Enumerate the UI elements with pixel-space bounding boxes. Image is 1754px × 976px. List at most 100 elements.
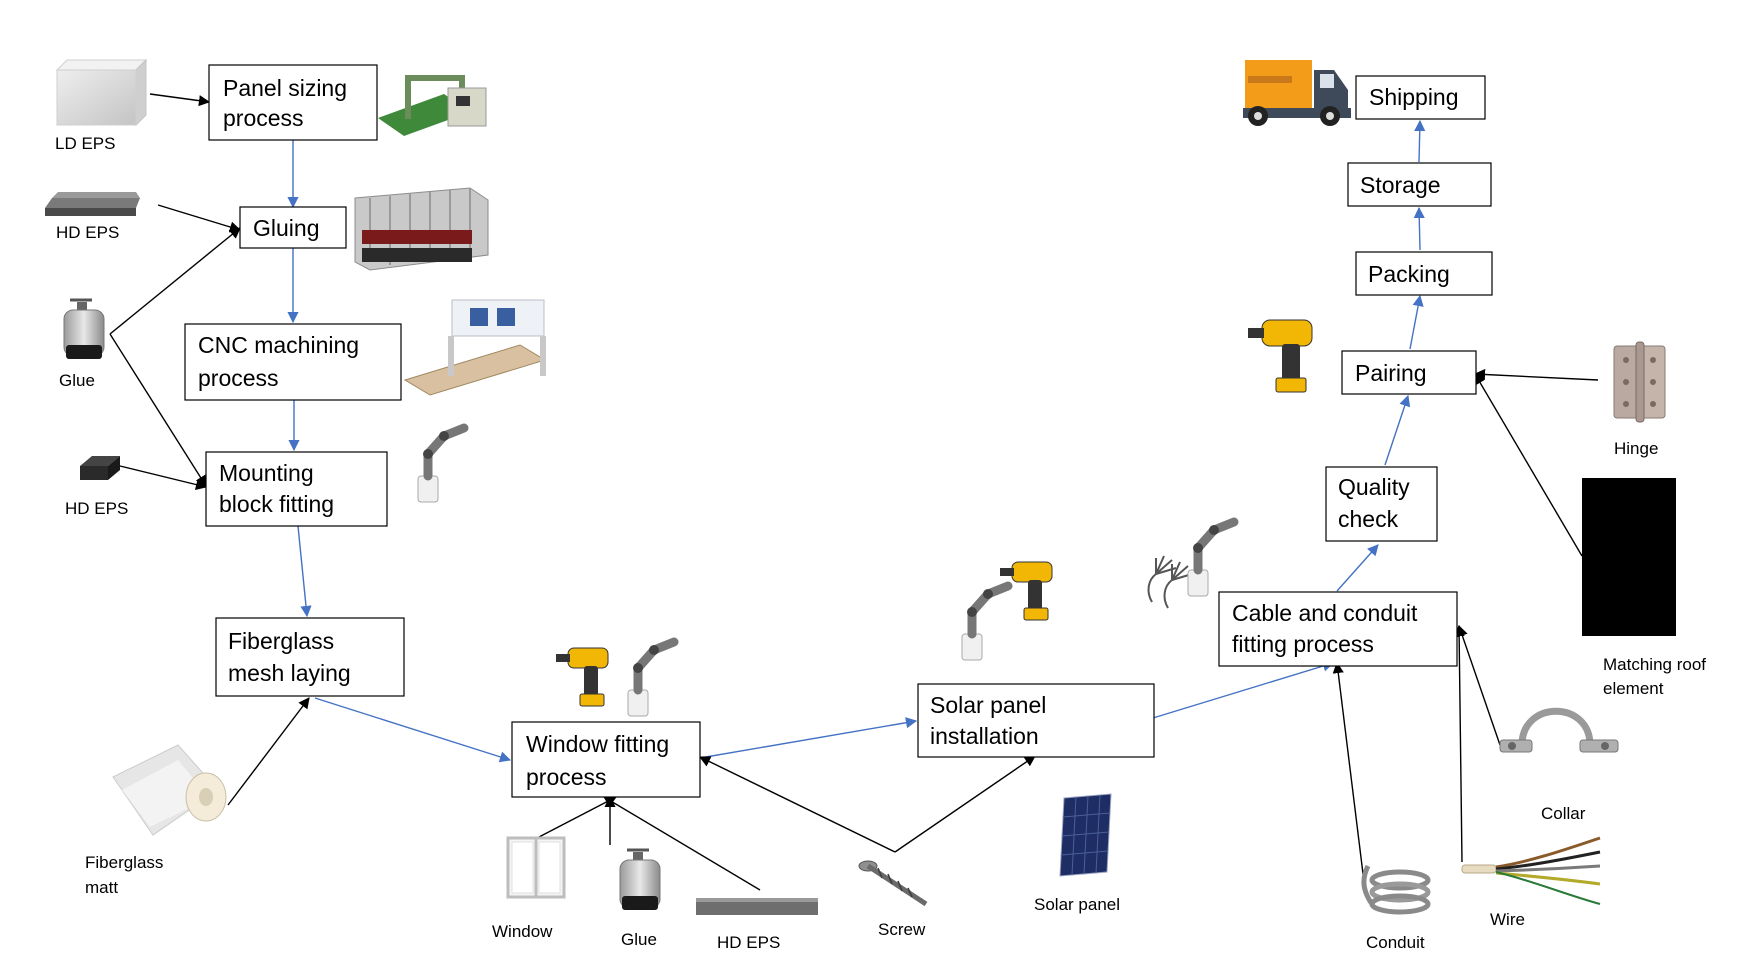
label-conduit: Conduit bbox=[1366, 933, 1425, 952]
process-cable-conduit-line-1: Cable and conduit bbox=[1232, 600, 1418, 626]
window-frame-icon bbox=[506, 836, 566, 899]
label-wire: Wire bbox=[1490, 910, 1525, 929]
fiberglass-roll-icon bbox=[112, 744, 227, 836]
label-matching-roof-line-2: element bbox=[1603, 679, 1664, 698]
label-hd-eps-3: HD EPS bbox=[717, 933, 780, 952]
solar-panel-icon bbox=[1059, 793, 1112, 877]
flow-solar-to-cable bbox=[1152, 660, 1335, 719]
process-storage-line-1: Storage bbox=[1360, 172, 1441, 198]
process-mounting-block: Mounting block fitting bbox=[205, 451, 388, 527]
flow-cable-to-quality bbox=[1336, 544, 1379, 592]
material-labels: LD EPS HD EPS Glue HD EPS Fiberglass mat… bbox=[55, 134, 1706, 952]
input-matching-roof bbox=[1474, 373, 1583, 557]
input-ld-eps bbox=[149, 93, 211, 107]
process-solar-panel-line-2: installation bbox=[930, 723, 1039, 749]
power-drill-icon bbox=[1000, 561, 1053, 621]
flow-window-to-solar bbox=[699, 717, 918, 759]
process-gluing-line-1: Gluing bbox=[253, 215, 319, 241]
input-hd-eps-gluing bbox=[157, 204, 242, 233]
flow-fiberglass-to-window bbox=[314, 697, 512, 763]
process-storage: Storage bbox=[1347, 162, 1492, 207]
input-glue-gluing bbox=[109, 227, 241, 335]
input-screw-solar bbox=[894, 755, 1036, 853]
label-glue-1: Glue bbox=[59, 371, 95, 390]
panel-cutting-machine-icon bbox=[378, 75, 487, 136]
input-hinge bbox=[1473, 368, 1599, 381]
input-conduit bbox=[1332, 661, 1366, 891]
power-drill-icon bbox=[556, 647, 609, 707]
label-matching-roof-line-1: Matching roof bbox=[1603, 655, 1706, 674]
process-cable-conduit-line-2: fitting process bbox=[1232, 631, 1374, 657]
flow-packing-to-storage bbox=[1413, 206, 1425, 251]
truck-icon bbox=[1243, 60, 1351, 126]
label-ld-eps: LD EPS bbox=[55, 134, 115, 153]
process-quality-check-line-1: Quality bbox=[1338, 474, 1410, 500]
input-hd-eps-window bbox=[603, 796, 761, 891]
flow-quality-to-pairing bbox=[1384, 394, 1411, 466]
label-collar: Collar bbox=[1541, 804, 1586, 823]
hd-eps-slab-icon bbox=[45, 192, 140, 216]
screw-icon bbox=[858, 860, 928, 907]
label-solar-panel: Solar panel bbox=[1034, 895, 1120, 914]
process-window-fitting-line-2: process bbox=[526, 764, 607, 790]
label-fiberglass-matt-line-1: Fiberglass bbox=[85, 853, 163, 872]
process-gluing: Gluing bbox=[239, 206, 347, 249]
process-panel-sizing: Panel sizing process bbox=[208, 64, 378, 141]
process-cnc-machining-line-1: CNC machining bbox=[198, 332, 359, 358]
power-drill-icon bbox=[1248, 319, 1313, 393]
input-glue-mounting bbox=[109, 333, 207, 487]
process-cnc-machining: CNC machining process bbox=[184, 323, 402, 401]
cnc-router-icon bbox=[403, 299, 547, 396]
flow-storage-to-shipping bbox=[1414, 119, 1426, 163]
glue-tank-icon bbox=[619, 848, 661, 910]
hands-icon bbox=[1147, 555, 1193, 609]
pipe-collar-icon bbox=[1499, 707, 1619, 753]
hd-eps-small-block-icon bbox=[80, 456, 120, 480]
process-pairing-line-1: Pairing bbox=[1355, 360, 1427, 386]
label-hd-eps-2: HD EPS bbox=[65, 499, 128, 518]
process-quality-check: Quality check bbox=[1325, 466, 1438, 542]
process-flow-arrows bbox=[287, 119, 1426, 763]
process-quality-check-line-2: check bbox=[1338, 506, 1399, 532]
input-fiberglass-matt bbox=[227, 697, 310, 806]
process-window-fitting-line-1: Window fitting bbox=[526, 731, 669, 757]
flow-mounting-to-fiberglass bbox=[297, 525, 312, 618]
input-collar bbox=[1456, 624, 1501, 746]
material-input-arrows bbox=[109, 93, 1599, 891]
input-screw-window bbox=[698, 756, 896, 853]
process-solar-panel-installation: Solar panel installation bbox=[917, 683, 1155, 758]
process-solar-panel-line-1: Solar panel bbox=[930, 692, 1046, 718]
wire-bundle-icon bbox=[1461, 836, 1601, 905]
robot-arm-icon bbox=[961, 581, 1013, 661]
input-hd-eps-mounting bbox=[119, 465, 208, 491]
process-boxes: Panel sizing process Gluing CNC machinin… bbox=[184, 64, 1493, 798]
equipment-images bbox=[354, 60, 1351, 717]
matching-roof-element-icon bbox=[1582, 478, 1676, 636]
label-hd-eps-1: HD EPS bbox=[56, 223, 119, 242]
label-hinge: Hinge bbox=[1614, 439, 1658, 458]
process-fiberglass-mesh: Fiberglass mesh laying bbox=[215, 617, 405, 697]
process-fiberglass-mesh-line-1: Fiberglass bbox=[228, 628, 334, 654]
process-mounting-block-line-2: block fitting bbox=[219, 491, 334, 517]
robot-arm-icon bbox=[417, 423, 469, 503]
process-packing: Packing bbox=[1355, 251, 1493, 296]
label-window: Window bbox=[492, 922, 553, 941]
door-hinge-icon bbox=[1613, 341, 1666, 423]
robot-arm-icon bbox=[1187, 517, 1239, 597]
glue-tank-icon bbox=[63, 298, 105, 359]
input-window bbox=[538, 796, 617, 838]
process-mounting-block-line-1: Mounting bbox=[219, 460, 314, 486]
process-cnc-machining-line-2: process bbox=[198, 365, 279, 391]
process-panel-sizing-line-1: Panel sizing bbox=[223, 75, 347, 101]
process-cable-conduit: Cable and conduit fitting process bbox=[1218, 591, 1458, 667]
robot-arm-icon bbox=[627, 637, 679, 717]
conduit-coil-icon bbox=[1361, 864, 1431, 915]
label-screw: Screw bbox=[878, 920, 926, 939]
label-glue-2: Glue bbox=[621, 930, 657, 949]
ld-eps-block-icon bbox=[55, 58, 148, 127]
label-fiberglass-matt-line-2: matt bbox=[85, 878, 118, 897]
input-wire bbox=[1453, 624, 1465, 863]
process-panel-sizing-line-2: process bbox=[223, 105, 304, 131]
hd-eps-strip-icon bbox=[696, 898, 818, 915]
